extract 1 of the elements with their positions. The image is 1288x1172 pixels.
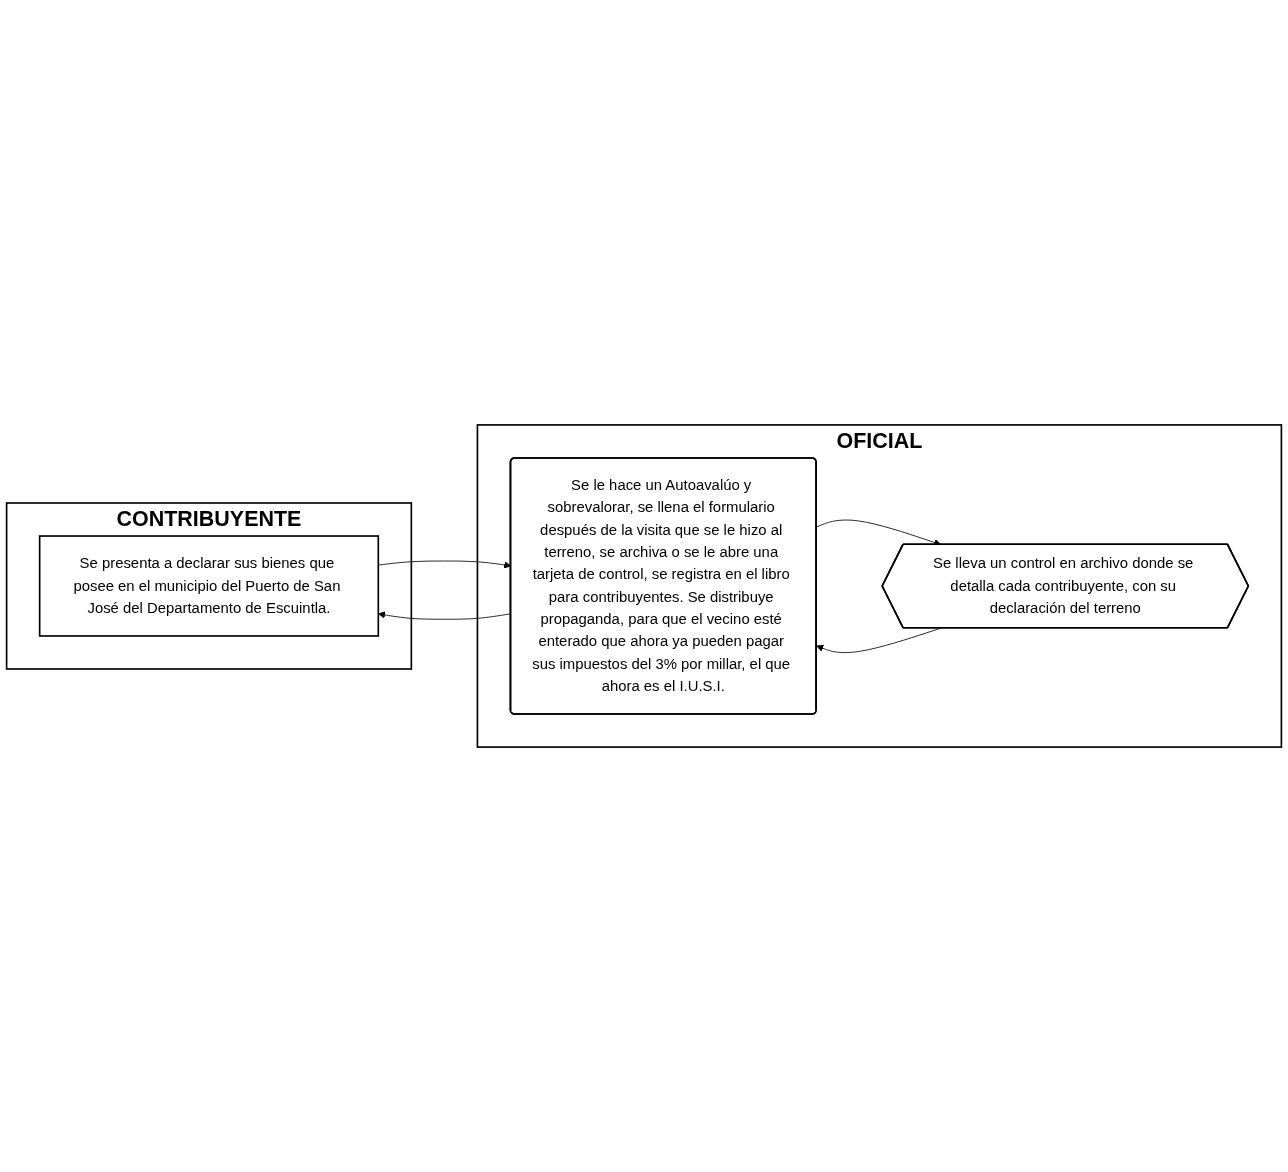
- node-box: Se presenta a declarar sus bienes que posee en el municipio del Puerto de San José del Departamento de Escuintla.: [38, 535, 380, 637]
